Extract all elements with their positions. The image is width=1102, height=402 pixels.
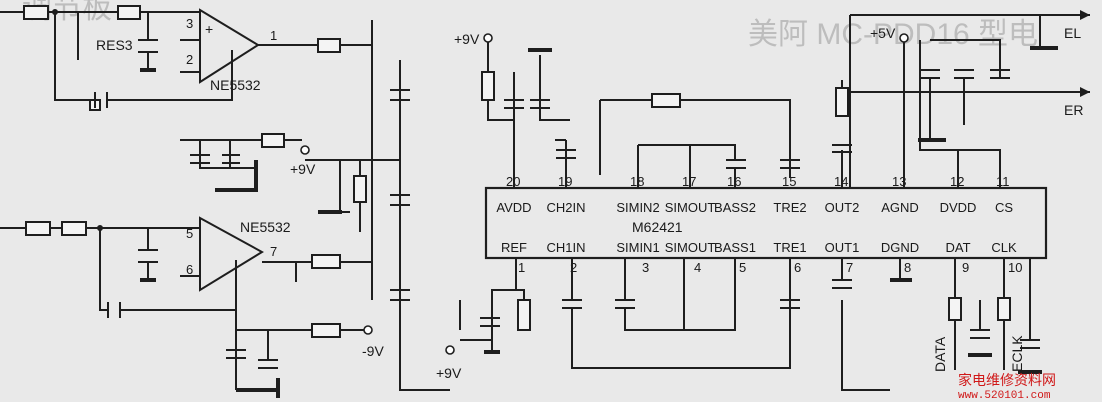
chip-pin-number: 20	[506, 174, 520, 189]
output-er: ER	[1064, 102, 1083, 118]
data-clock-bus: DATA ECLK	[932, 258, 1042, 374]
opamp-bottom-pin-out: 7	[270, 244, 277, 259]
chip-body	[484, 186, 1048, 260]
chip-pin-number: 5	[739, 260, 746, 275]
chip-pins: 20AVDD19CH2IN18SIMIN217SIMOUT16BASS215TR…	[496, 174, 1022, 275]
chip-pin-name: AGND	[881, 200, 919, 215]
input-resistor	[23, 5, 49, 20]
watermark-url: www.520101.com	[958, 390, 1051, 402]
chip-pin-name: DVDD	[940, 200, 977, 215]
supply-terminal	[300, 145, 310, 155]
svg-text:+: +	[205, 21, 213, 37]
resistor	[117, 5, 141, 20]
supply-p9-bottom: +9V	[436, 365, 462, 381]
bus-label-data: DATA	[932, 336, 948, 372]
output-resistor-top	[317, 38, 341, 53]
opamp-top-stage: 3 2 + RES3 NE5532 1	[0, 5, 373, 160]
chip-pin-name: AVDD	[496, 200, 531, 215]
chip-pin-number: 10	[1008, 260, 1022, 275]
opamp-top-name: NE5532	[210, 77, 261, 93]
heading-text: 美阿 MC-PDD16 型电	[748, 18, 1038, 51]
supply-middle: +9V	[454, 31, 570, 175]
chip-pin-number: 3	[642, 260, 649, 275]
chip-pin-name: REF	[501, 240, 527, 255]
supply-bottom: -9V	[226, 300, 384, 398]
output-labels: EL ER	[849, 10, 1090, 188]
opamp-top-pin-minus: 2	[186, 52, 193, 67]
chip-pin-name: CLK	[991, 240, 1017, 255]
chip-pin-name: CS	[995, 200, 1013, 215]
watermark: 家电维修资料网 www.520101.com	[958, 372, 1056, 402]
chip-pin-name: TRE2	[773, 200, 806, 215]
opamp-bottom-pin-minus: 6	[186, 262, 193, 277]
arrow-right-icon	[1080, 10, 1090, 20]
chip-pin-name: SIMOUT	[665, 240, 716, 255]
output-el: EL	[1064, 25, 1081, 41]
chip-pin-number: 11	[996, 174, 1010, 189]
opamp-bottom-stage: 5 6 NE5532 7	[0, 160, 373, 318]
chip-pin-name: DAT	[945, 240, 970, 255]
chip-pin-number: 18	[630, 174, 644, 189]
chip-pin-name: SIMOUT	[665, 200, 716, 215]
chip-pin-name: BASS1	[714, 240, 756, 255]
res3-label: RES3	[96, 37, 133, 53]
opamp-top-pin-plus: 3	[186, 16, 193, 31]
chip-pin-name: TRE1	[773, 240, 806, 255]
chip-pin-number: 9	[962, 260, 969, 275]
chip-pin-name: DGND	[881, 240, 919, 255]
chip-pin-number: 6	[794, 260, 801, 275]
opamp-top-pin-out: 1	[270, 28, 277, 43]
chip-pin-number: 19	[558, 174, 572, 189]
chip-m62421: M62421	[484, 186, 1048, 260]
chip-pin-number: 7	[846, 260, 853, 275]
opamp-bottom-pin-plus: 5	[186, 226, 193, 241]
chip-pin-name: SIMIN1	[616, 240, 659, 255]
bus-label-eclk: ECLK	[1009, 335, 1025, 372]
chip-bottom-wiring: +9V	[436, 258, 800, 381]
chip-pin-name: OUT1	[825, 240, 860, 255]
supply-p9-top: +9V	[290, 161, 316, 177]
chip-pin-number: 1	[518, 260, 525, 275]
chip-pin-name: OUT2	[825, 200, 860, 215]
chip-pin-number: 2	[570, 260, 577, 275]
coupling-network	[305, 60, 450, 391]
chip-pin-number: 4	[694, 260, 701, 275]
watermark-text: 家电维修资料网	[958, 372, 1056, 388]
supply-5v: +5V	[870, 25, 1058, 188]
chip-pin-name: CH1IN	[546, 240, 585, 255]
opamp-bottom-symbol	[199, 216, 264, 292]
chip-pin-number: 15	[782, 174, 796, 189]
output-resistor-bottom	[311, 254, 341, 269]
supply-m9: -9V	[362, 343, 384, 359]
chip-pin-number: 8	[904, 260, 911, 275]
chip-pin-number: 17	[682, 174, 696, 189]
chip-pin-name: CH2IN	[546, 200, 585, 215]
arrow-right-icon	[1080, 87, 1090, 97]
chip-pin-name: BASS2	[714, 200, 756, 215]
supply-p9-mid: +9V	[454, 31, 480, 47]
chip-pin-number: 16	[727, 174, 741, 189]
opamp-bottom-name: NE5532	[240, 219, 291, 235]
chip-pin-number: 13	[892, 174, 906, 189]
chip-pin-name: SIMIN2	[616, 200, 659, 215]
opamp-top-symbol	[199, 8, 260, 84]
output-network	[832, 80, 912, 391]
supply-top: +9V	[180, 133, 316, 192]
chip-top-wiring	[513, 93, 800, 188]
chip-name: M62421	[632, 219, 683, 235]
supply-p5: +5V	[870, 25, 896, 41]
capacitor	[138, 39, 158, 53]
